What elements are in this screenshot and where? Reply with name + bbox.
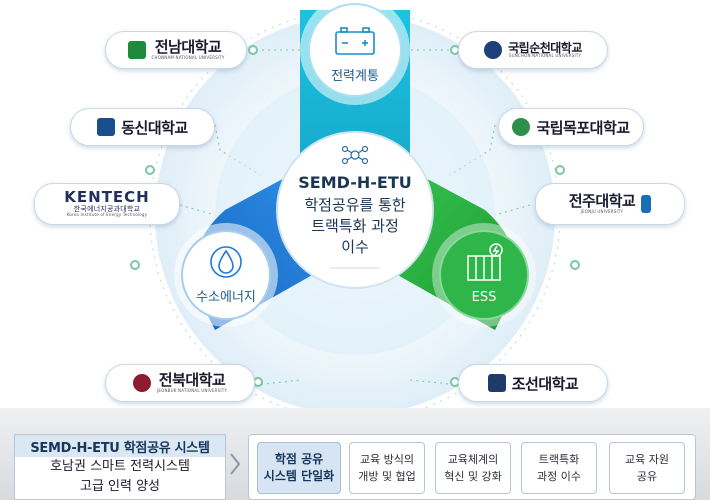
hub-diagram: 전력계통 수소에너지 ESS S <box>130 3 580 410</box>
system-line-2: 고급 인력 양성 <box>79 479 161 494</box>
university-pill-scnu: 국립순천대학교 SUNCHON NATIONAL UNIVERSITY <box>458 31 608 69</box>
scnu-logo-icon <box>484 41 503 59</box>
university-pill-jju: 전주대학교 JEONJU UNIVERSITY <box>535 183 685 225</box>
goal-line-2: 개방 및 협업 <box>358 470 416 483</box>
bottom-band: SEMD-H-ETU 학점공유 시스템 호남권 스마트 전력시스템 고급 인력 … <box>0 408 710 500</box>
goal-line-1: 트랙특화 <box>538 453 580 466</box>
university-sub: JEONJU UNIVERSITY <box>580 208 624 214</box>
university-name: 전주대학교 <box>568 192 636 211</box>
university-pill-jnu: 전남대학교 CHONNAM NATIONAL UNIVERSITY <box>105 31 247 69</box>
university-pill-mnu: 국립목포대학교 <box>498 108 644 146</box>
university-name: KENTECH <box>64 188 150 207</box>
university-pill-jbnu: 전북대학교 JEONBUK NATIONAL UNIVERSITY <box>105 364 255 402</box>
goal-line-1: 교육체계의 <box>447 453 499 466</box>
segment-label-ess: ESS <box>472 290 497 305</box>
goal-item-4: 트랙특화 과정 이수 <box>521 442 597 494</box>
hydrogen-circle <box>181 230 271 320</box>
system-title: SEMD-H-ETU 학점공유 시스템 <box>15 435 225 457</box>
energy-storage-icon <box>467 243 503 281</box>
university-sub: SUNCHON NATIONAL UNIVERSITY <box>508 53 582 59</box>
connector-dots <box>130 45 580 387</box>
goal-line-1: 교육 자원 <box>625 453 669 466</box>
university-pill-chosun: 조선대학교 <box>458 364 608 402</box>
system-line-1: 호남권 스마트 전력시스템 <box>50 459 190 474</box>
university-sub: JEONBUK NATIONAL UNIVERSITY <box>157 387 227 393</box>
system-box: SEMD-H-ETU 학점공유 시스템 호남권 스마트 전력시스템 고급 인력 … <box>14 434 226 500</box>
goal-line-1: 학점 공유 <box>274 452 324 466</box>
university-pill-dongshin: 동신대학교 <box>70 108 215 146</box>
goal-item-1: 학점 공유 시스템 단일화 <box>257 442 341 494</box>
jnu-logo-icon <box>127 41 146 59</box>
battery-icon <box>335 27 375 55</box>
center-line-4: 이수 <box>341 238 369 256</box>
university-name: 국립목포대학교 <box>536 118 630 137</box>
university-name: 국립순천대학교 <box>508 40 582 55</box>
university-sub: CHONNAM NATIONAL UNIVERSITY <box>151 54 225 60</box>
university-pill-kentech: KENTECH 한국에너지공과대학교 Korea Institute of En… <box>34 183 180 225</box>
jju-logo-icon <box>641 195 652 213</box>
center-title: SEMD-H-ETU <box>298 173 411 192</box>
jbnu-logo-icon <box>133 374 151 392</box>
mnu-logo-icon <box>512 118 531 136</box>
connector-lines <box>179 49 531 386</box>
goal-line-2: 공유 <box>636 470 658 483</box>
chosun-logo-icon <box>487 374 506 392</box>
university-sub-2: Korea Institute of Energy Technology <box>66 212 148 218</box>
segment-label-hydrogen: 수소에너지 <box>196 290 256 305</box>
goal-item-5: 교육 자원 공유 <box>609 442 685 494</box>
university-name: 동신대학교 <box>121 118 188 137</box>
goal-line-1: 교육 방식의 <box>359 453 415 466</box>
goal-item-3: 교육체계의 혁신 및 강화 <box>435 442 511 494</box>
goals-box: 학점 공유 시스템 단일화 교육 방식의 개방 및 협업 교육체계의 혁신 및 … <box>248 434 696 500</box>
university-sub: 한국에너지공과대학교 <box>73 205 141 214</box>
goal-line-2: 시스템 단일화 <box>263 469 335 483</box>
segment-label-power: 전력계통 <box>331 69 379 84</box>
goal-line-2: 과정 이수 <box>537 470 581 483</box>
center-line-2: 학점공유를 통한 <box>304 196 406 214</box>
university-name: 전북대학교 <box>158 371 226 390</box>
network-icon <box>341 145 369 165</box>
chevron-right-icon <box>230 453 241 475</box>
dongshin-logo-icon <box>97 118 116 136</box>
university-name: 전남대학교 <box>154 38 222 57</box>
center-line-3: 트랙특화 과정 <box>311 217 399 235</box>
water-drop-icon <box>210 246 242 278</box>
university-name: 조선대학교 <box>511 374 579 393</box>
center-circle <box>276 131 434 289</box>
power-circle <box>308 3 402 97</box>
goal-item-2: 교육 방식의 개방 및 협업 <box>349 442 425 494</box>
goal-line-2: 혁신 및 강화 <box>444 470 502 483</box>
